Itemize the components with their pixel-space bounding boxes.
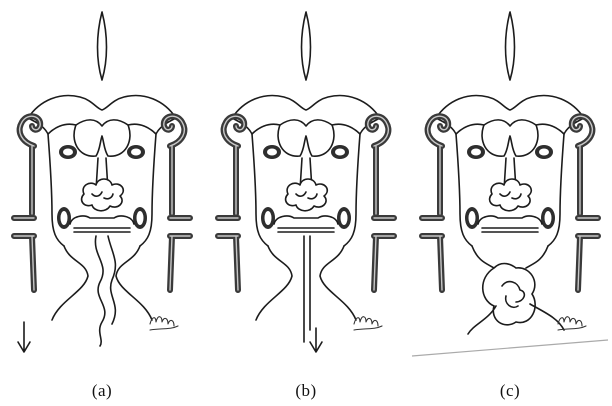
panel-b-anatomy (218, 12, 394, 352)
caption-b: (b) (204, 381, 408, 401)
panel-b-drawing (204, 0, 408, 370)
ring-upper-right-inner (131, 149, 141, 156)
plate-arch (274, 216, 338, 224)
panel-c-anatomy (412, 12, 608, 356)
plate-arch (478, 216, 542, 224)
lower-cavity-walls (52, 246, 152, 320)
cyst-body (483, 264, 535, 325)
vessel-right-lumen (368, 116, 394, 290)
caption-a: (a) (0, 381, 204, 401)
ring-lower-left-inner (469, 211, 476, 225)
top-sliver (506, 12, 515, 80)
top-sliver (302, 12, 311, 80)
ring-lower-left-inner (265, 211, 272, 225)
ring-lower-right-inner (341, 211, 348, 225)
cloud-mass (82, 179, 124, 211)
signature (150, 317, 178, 330)
vessel-right-lumen (572, 116, 598, 290)
ring-upper-right-inner (539, 149, 549, 156)
wavy-tract (95, 236, 104, 346)
lower-cavity-walls (256, 246, 356, 320)
horizontal-plate (278, 228, 334, 232)
ring-lower-right-inner (137, 211, 144, 225)
central-lobes (74, 120, 130, 156)
ring-lower-left-inner (61, 211, 68, 225)
plate-arch (70, 216, 134, 224)
upper-contour (28, 96, 176, 134)
down-arrow (18, 322, 30, 352)
panel-a-anatomy (14, 12, 190, 352)
vessel-right-lumen (164, 116, 190, 290)
panel-c-drawing (408, 0, 612, 370)
horizontal-plate (74, 228, 130, 232)
vessel-left-lumen (422, 116, 448, 290)
ring-lower-right-inner (545, 211, 552, 225)
top-sliver (98, 12, 107, 80)
ring-upper-left-inner (267, 149, 277, 156)
panel-a-drawing (0, 0, 204, 370)
straight-tube (304, 236, 310, 342)
vessel-left-lumen (218, 116, 244, 290)
vessel-left-lumen (14, 116, 40, 290)
cloud-mass (286, 179, 328, 211)
down-arrow (310, 328, 322, 352)
panel-c (408, 0, 612, 370)
panel-b (204, 0, 408, 370)
caption-c: (c) (408, 381, 612, 401)
ring-upper-left-inner (63, 149, 73, 156)
wavy-tract-2 (108, 236, 115, 324)
central-lobes (482, 120, 538, 156)
cloud-mass (490, 179, 532, 211)
base-line (412, 340, 608, 356)
horizontal-plate (482, 228, 538, 232)
central-lobes (278, 120, 334, 156)
ring-upper-left-inner (471, 149, 481, 156)
signature (354, 317, 382, 330)
upper-contour (436, 96, 584, 134)
upper-contour (232, 96, 380, 134)
ring-upper-right-inner (335, 149, 345, 156)
panel-a (0, 0, 204, 370)
